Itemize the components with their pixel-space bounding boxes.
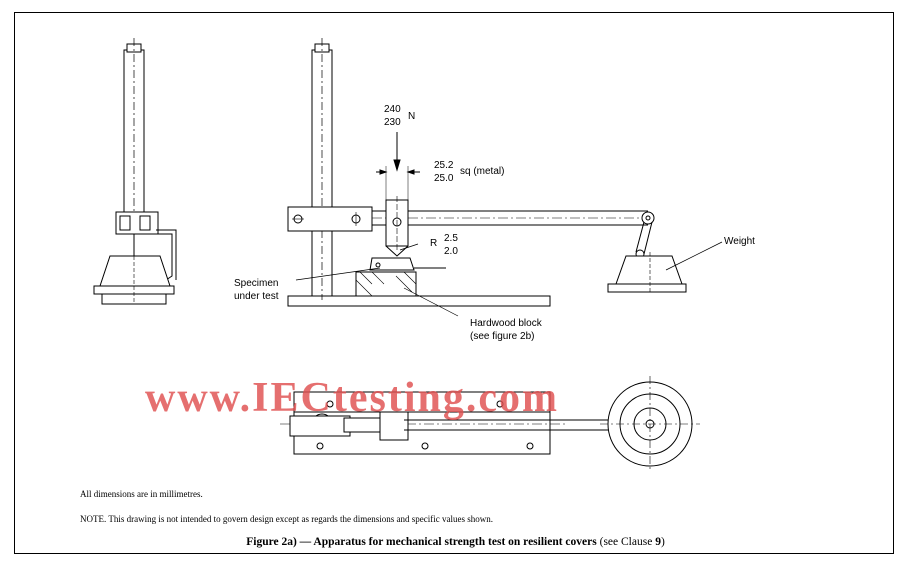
figure-frame bbox=[14, 12, 894, 554]
plan-view bbox=[280, 376, 700, 472]
watermark: www.IECtesting.com bbox=[145, 375, 559, 421]
weight-label: Weight bbox=[724, 236, 755, 247]
radius-value-upper: 2.5 bbox=[444, 233, 458, 244]
size-suffix: sq (metal) bbox=[460, 166, 505, 177]
figure-caption: Figure 2a) — Apparatus for mechanical st… bbox=[0, 536, 911, 548]
force-value-upper: 240 bbox=[384, 104, 401, 115]
force-unit: N bbox=[408, 111, 416, 122]
block-label-line1: Hardwood block bbox=[470, 318, 542, 329]
block-label-line2: (see figure 2b) bbox=[470, 331, 535, 342]
caption-end: ) bbox=[660, 536, 665, 548]
design-note: NOTE. This drawing is not intended to go… bbox=[80, 514, 493, 524]
specimen-label-line2: under test bbox=[234, 291, 279, 302]
caption-see: (see Clause bbox=[596, 536, 656, 548]
caption-clause: 9 bbox=[655, 536, 661, 548]
radius-value-lower: 2.0 bbox=[444, 246, 458, 257]
size-value-lower: 25.0 bbox=[434, 173, 454, 184]
specimen-label-line1: Specimen bbox=[234, 278, 279, 289]
caption-title: Figure 2a) — Apparatus for mechanical st… bbox=[246, 536, 597, 548]
front-elevation bbox=[287, 38, 723, 317]
force-value-lower: 230 bbox=[384, 117, 401, 128]
side-view bbox=[93, 38, 177, 305]
radius-prefix: R bbox=[430, 238, 438, 249]
size-value-upper: 25.2 bbox=[434, 160, 454, 171]
dimensions-note: All dimensions are in millimetres. bbox=[80, 489, 203, 499]
